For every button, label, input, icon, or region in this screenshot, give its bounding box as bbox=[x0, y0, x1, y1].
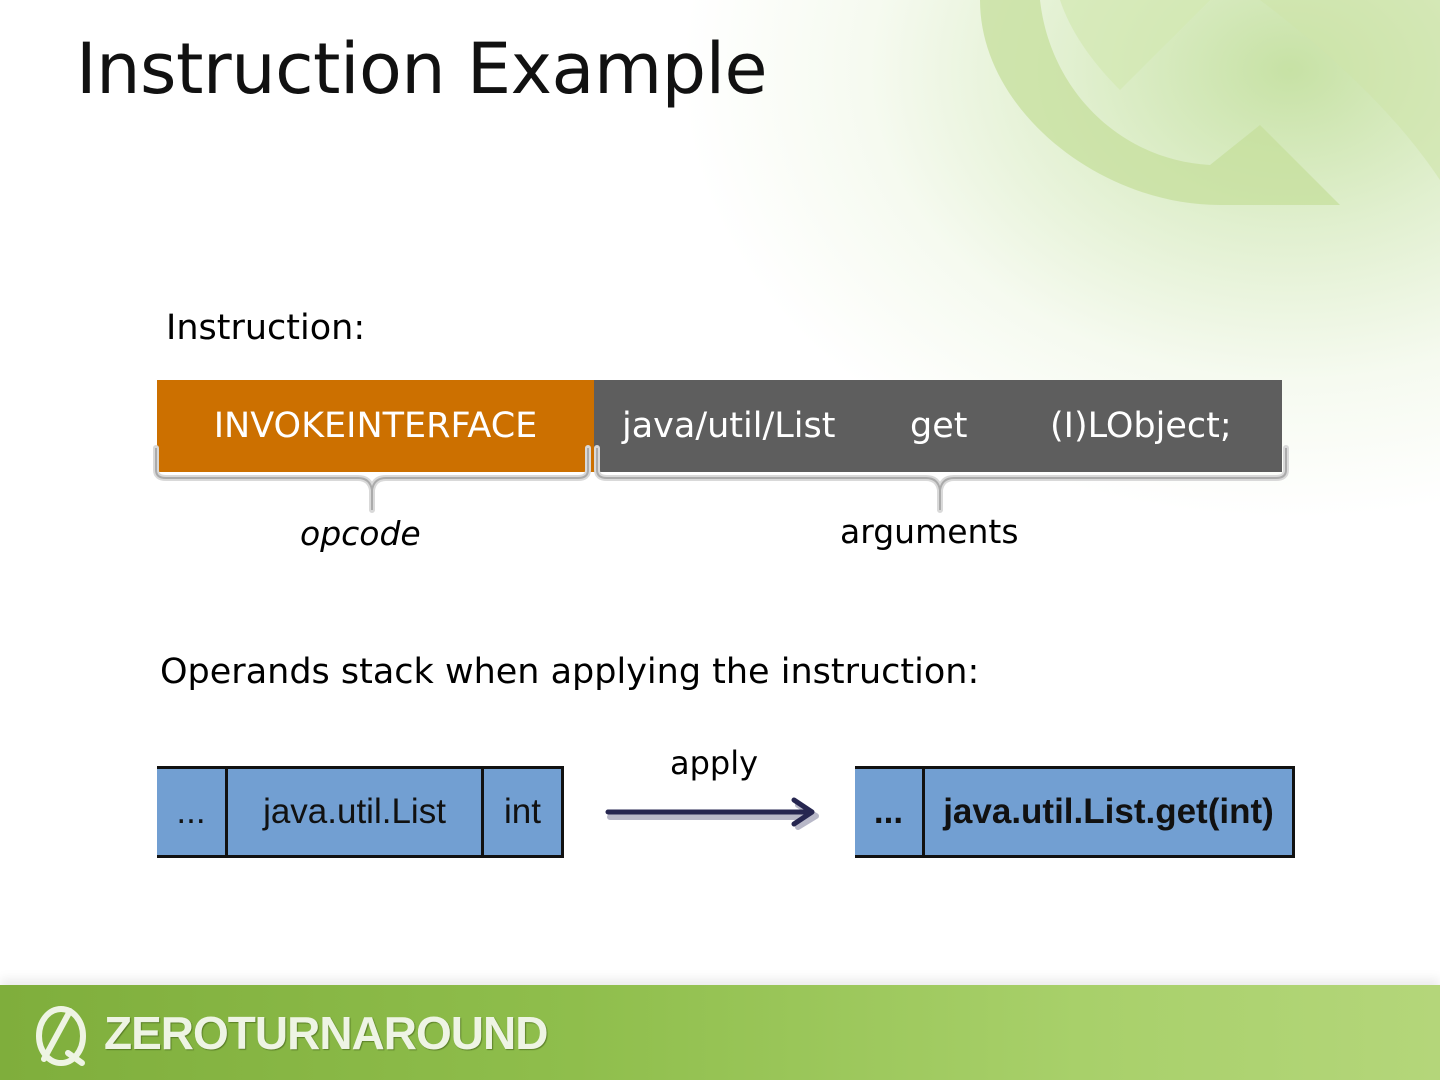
stack-cell-rest: ... bbox=[157, 769, 225, 855]
operands-label: Operands stack when applying the instruc… bbox=[160, 652, 979, 692]
slide-title: Instruction Example bbox=[76, 28, 767, 110]
zeroturnaround-logo-icon bbox=[30, 1003, 92, 1069]
stack-cell-list: java.util.List bbox=[225, 769, 481, 855]
opcode-caption: opcode bbox=[300, 514, 421, 553]
apply-arrow-icon bbox=[600, 792, 830, 832]
stack-after: ... java.util.List.get(int) bbox=[855, 766, 1295, 858]
arguments-caption: arguments bbox=[840, 512, 1019, 551]
stack-cell-rest: ... bbox=[855, 769, 922, 855]
decorative-logo-watermark bbox=[960, 0, 1440, 220]
instruction-label: Instruction: bbox=[166, 308, 365, 348]
logo-text: ZEROTURNAROUND bbox=[104, 1006, 547, 1060]
stack-cell-int: int bbox=[481, 769, 561, 855]
apply-label: apply bbox=[670, 744, 758, 782]
stack-before: ... java.util.List int bbox=[157, 766, 564, 858]
stack-cell-result: java.util.List.get(int) bbox=[922, 769, 1292, 855]
